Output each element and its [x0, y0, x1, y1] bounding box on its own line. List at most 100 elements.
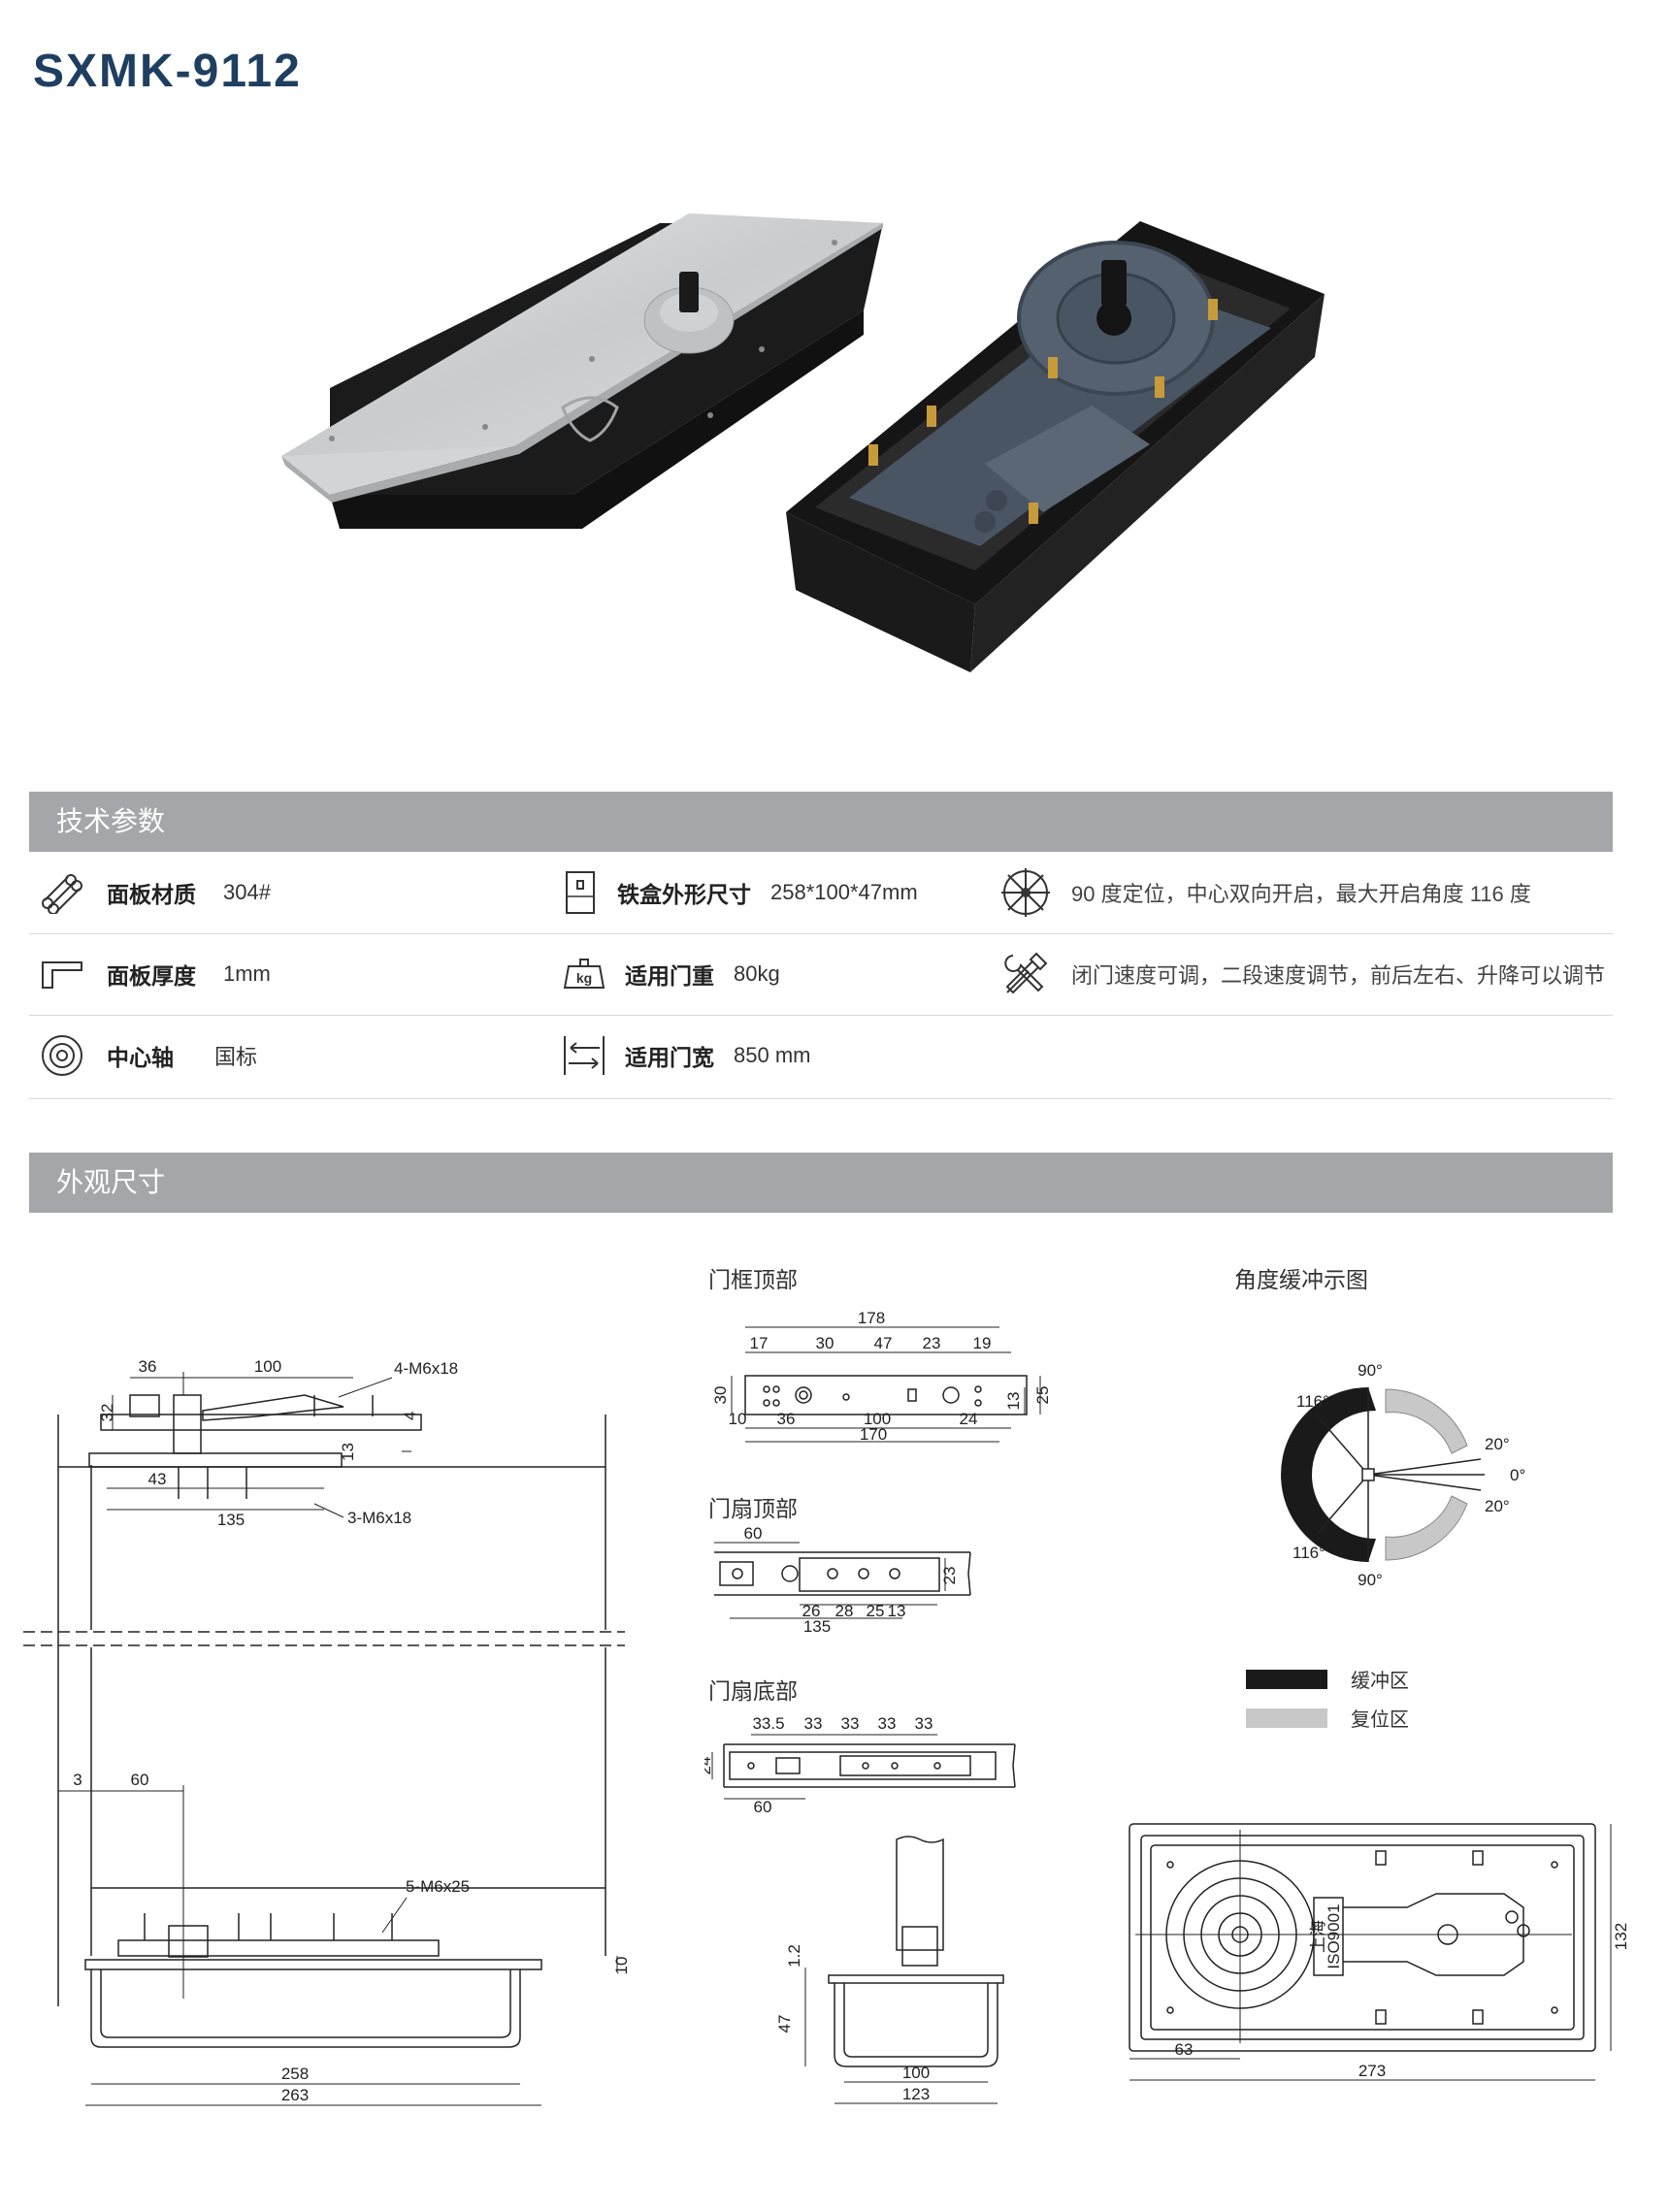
dim-label: 3-M6x18	[347, 1509, 411, 1527]
subtitle-angle-diagram: 角度缓冲示图	[1234, 1267, 1368, 1292]
spec-label: 面板材质	[107, 882, 196, 907]
dim-label: 47	[874, 1334, 893, 1352]
drawing-leaf-top: 60 23 26 28 25 13 135	[714, 1524, 971, 1636]
plan-iso: ISO9001	[1325, 1903, 1343, 1968]
drawing-frame-top: 178 17 30 47 23 19 30 13 25 10 36 100 24…	[711, 1310, 1052, 1444]
spec-row-3: 中心轴 国标 适用门宽 850 mm	[29, 1015, 1613, 1099]
subtitle-frame-top: 门框顶部	[708, 1267, 798, 1292]
section-bar-dims: 外观尺寸	[29, 1153, 1613, 1213]
spec-label: 适用门重	[625, 963, 714, 989]
legend-reset: 复位区	[1246, 1704, 1409, 1732]
section-bar-tech: 技术参数	[29, 792, 1613, 852]
plate-profile-icon	[42, 961, 82, 989]
spec-label: 适用门宽	[625, 1045, 714, 1070]
dim-label: 23	[923, 1334, 941, 1352]
legend-swatch-reset	[1246, 1708, 1327, 1728]
concentric-circles-icon	[42, 1035, 82, 1076]
dim-label: 32	[98, 1404, 116, 1422]
dim-label: 4	[401, 1412, 419, 1420]
dim-label: 3	[73, 1771, 82, 1789]
angle-label: 90°	[1358, 1361, 1383, 1380]
spec-feature-angle: 90 度定位，中心双向开启，最大开启角度 116 度	[999, 852, 1531, 933]
product-photo-open	[786, 221, 1325, 672]
subtitle-leaf-top: 门扇顶部	[708, 1496, 798, 1521]
dim-label: 26	[802, 1602, 821, 1620]
tools-icon	[1004, 952, 1048, 994]
dim-label: 25	[1033, 1386, 1052, 1405]
dim-label: 19	[973, 1334, 992, 1352]
dim-label: 10	[612, 1957, 631, 1975]
dim-label: 28	[835, 1602, 854, 1620]
angle-label: 20°	[1485, 1497, 1510, 1515]
spec-value: 850 mm	[734, 1043, 811, 1067]
dim-label: 30	[711, 1386, 730, 1405]
spec-panel-thickness: 面板厚度 1mm	[39, 933, 271, 1015]
dim-label: 5-M6x25	[406, 1877, 470, 1896]
dim-label: 132	[1612, 1923, 1630, 1950]
legend-label: 复位区	[1351, 1709, 1409, 1731]
compass-rose-icon	[1001, 868, 1050, 917]
product-photo-cover	[281, 213, 883, 529]
spec-row-2: 面板厚度 1mm kg 适用门重 80kg 闭门速度可调，二段速度调节，前后左右…	[29, 933, 1613, 1016]
kg-badge: kg	[576, 970, 592, 986]
dim-label: 63	[1175, 2040, 1194, 2059]
spec-center-axis: 中心轴 国标	[39, 1015, 257, 1096]
round-bars-icon	[42, 874, 82, 914]
spec-feature-adjust: 闭门速度可调，二段速度调节，前后左右、升降可以调节	[999, 933, 1605, 1015]
spec-row-1: 面板材质 304# 铁盒外形尺寸 258*100*47mm 90 度定位，中心双…	[29, 852, 1613, 934]
spec-box-size: 铁盒外形尺寸 258*100*47mm	[561, 852, 918, 933]
dim-label: 33	[804, 1714, 823, 1733]
dim-label: 1.2	[785, 1944, 803, 1968]
dim-label: 123	[902, 2085, 930, 2103]
dim-label: 36	[139, 1357, 157, 1376]
spec-value: 1mm	[223, 961, 271, 986]
dim-label: 33	[915, 1714, 933, 1733]
spec-door-weight: kg 适用门重 80kg	[561, 933, 780, 1015]
spec-value: 304#	[223, 880, 271, 904]
spec-label: 中心轴	[107, 1045, 174, 1070]
dim-label: 135	[803, 1617, 831, 1636]
spec-value: 258*100*47mm	[770, 880, 918, 904]
dim-label: 4-M6x18	[394, 1359, 458, 1378]
dim-label: 24	[704, 1757, 714, 1775]
dim-label: 100	[902, 2064, 930, 2082]
dim-label: 23	[940, 1567, 959, 1585]
drawing-leaf-bottom: 33.5 33 33 33 33 24 60	[704, 1714, 1016, 1816]
dim-label: 263	[281, 2086, 309, 2104]
drawing-angle-diagram: 90° 116° 20° 0° 20° 116° 90°	[1281, 1361, 1525, 1589]
spec-description: 闭门速度可调，二段速度调节，前后左右、升降可以调节	[1071, 963, 1606, 988]
dim-label: 33	[878, 1714, 897, 1733]
dim-label: 13	[339, 1443, 357, 1461]
dim-label: 258	[281, 2065, 309, 2083]
spec-value: 国标	[214, 1045, 258, 1069]
drawing-plan-view: 上海 ISO9001 132 63 273	[1129, 1823, 1630, 2081]
product-title: SXMK-9112	[33, 46, 302, 97]
subtitle-leaf-bottom: 门扇底部	[708, 1678, 798, 1704]
legend-label: 缓冲区	[1351, 1671, 1409, 1692]
spec-door-width: 适用门宽 850 mm	[561, 1015, 810, 1096]
angle-label: 116°	[1296, 1392, 1329, 1411]
dim-label: 60	[754, 1798, 772, 1816]
dim-label: 33.5	[752, 1714, 784, 1733]
dim-label: 30	[816, 1334, 834, 1352]
dim-label: 178	[858, 1310, 885, 1327]
dim-label: 43	[148, 1470, 167, 1488]
spec-panel-material: 面板材质 304#	[39, 852, 271, 933]
drawing-side-elevation: 36 100 32 4-M6x18 4 13 43 135 3-M6x18 3 …	[23, 1357, 631, 2106]
dim-label: 13	[888, 1602, 906, 1620]
legend-swatch-buffer	[1246, 1669, 1327, 1689]
drawing-section-view: 1.2 47 100 123	[776, 1836, 1004, 2104]
weight-kg-icon: kg	[563, 959, 605, 989]
dim-label: 170	[860, 1425, 887, 1444]
box-icon	[566, 871, 595, 914]
angle-label: 90°	[1358, 1571, 1383, 1589]
plan-mark: 上海	[1309, 1920, 1327, 1953]
dim-label: 10	[729, 1410, 747, 1428]
angle-label: 20°	[1485, 1435, 1510, 1453]
angle-label: 116°	[1293, 1544, 1325, 1562]
legend-buffer: 缓冲区	[1246, 1665, 1409, 1693]
spec-value: 80kg	[734, 961, 780, 986]
angle-label: 0°	[1510, 1466, 1525, 1484]
dim-label: 24	[960, 1410, 978, 1428]
spec-label: 面板厚度	[107, 963, 196, 989]
